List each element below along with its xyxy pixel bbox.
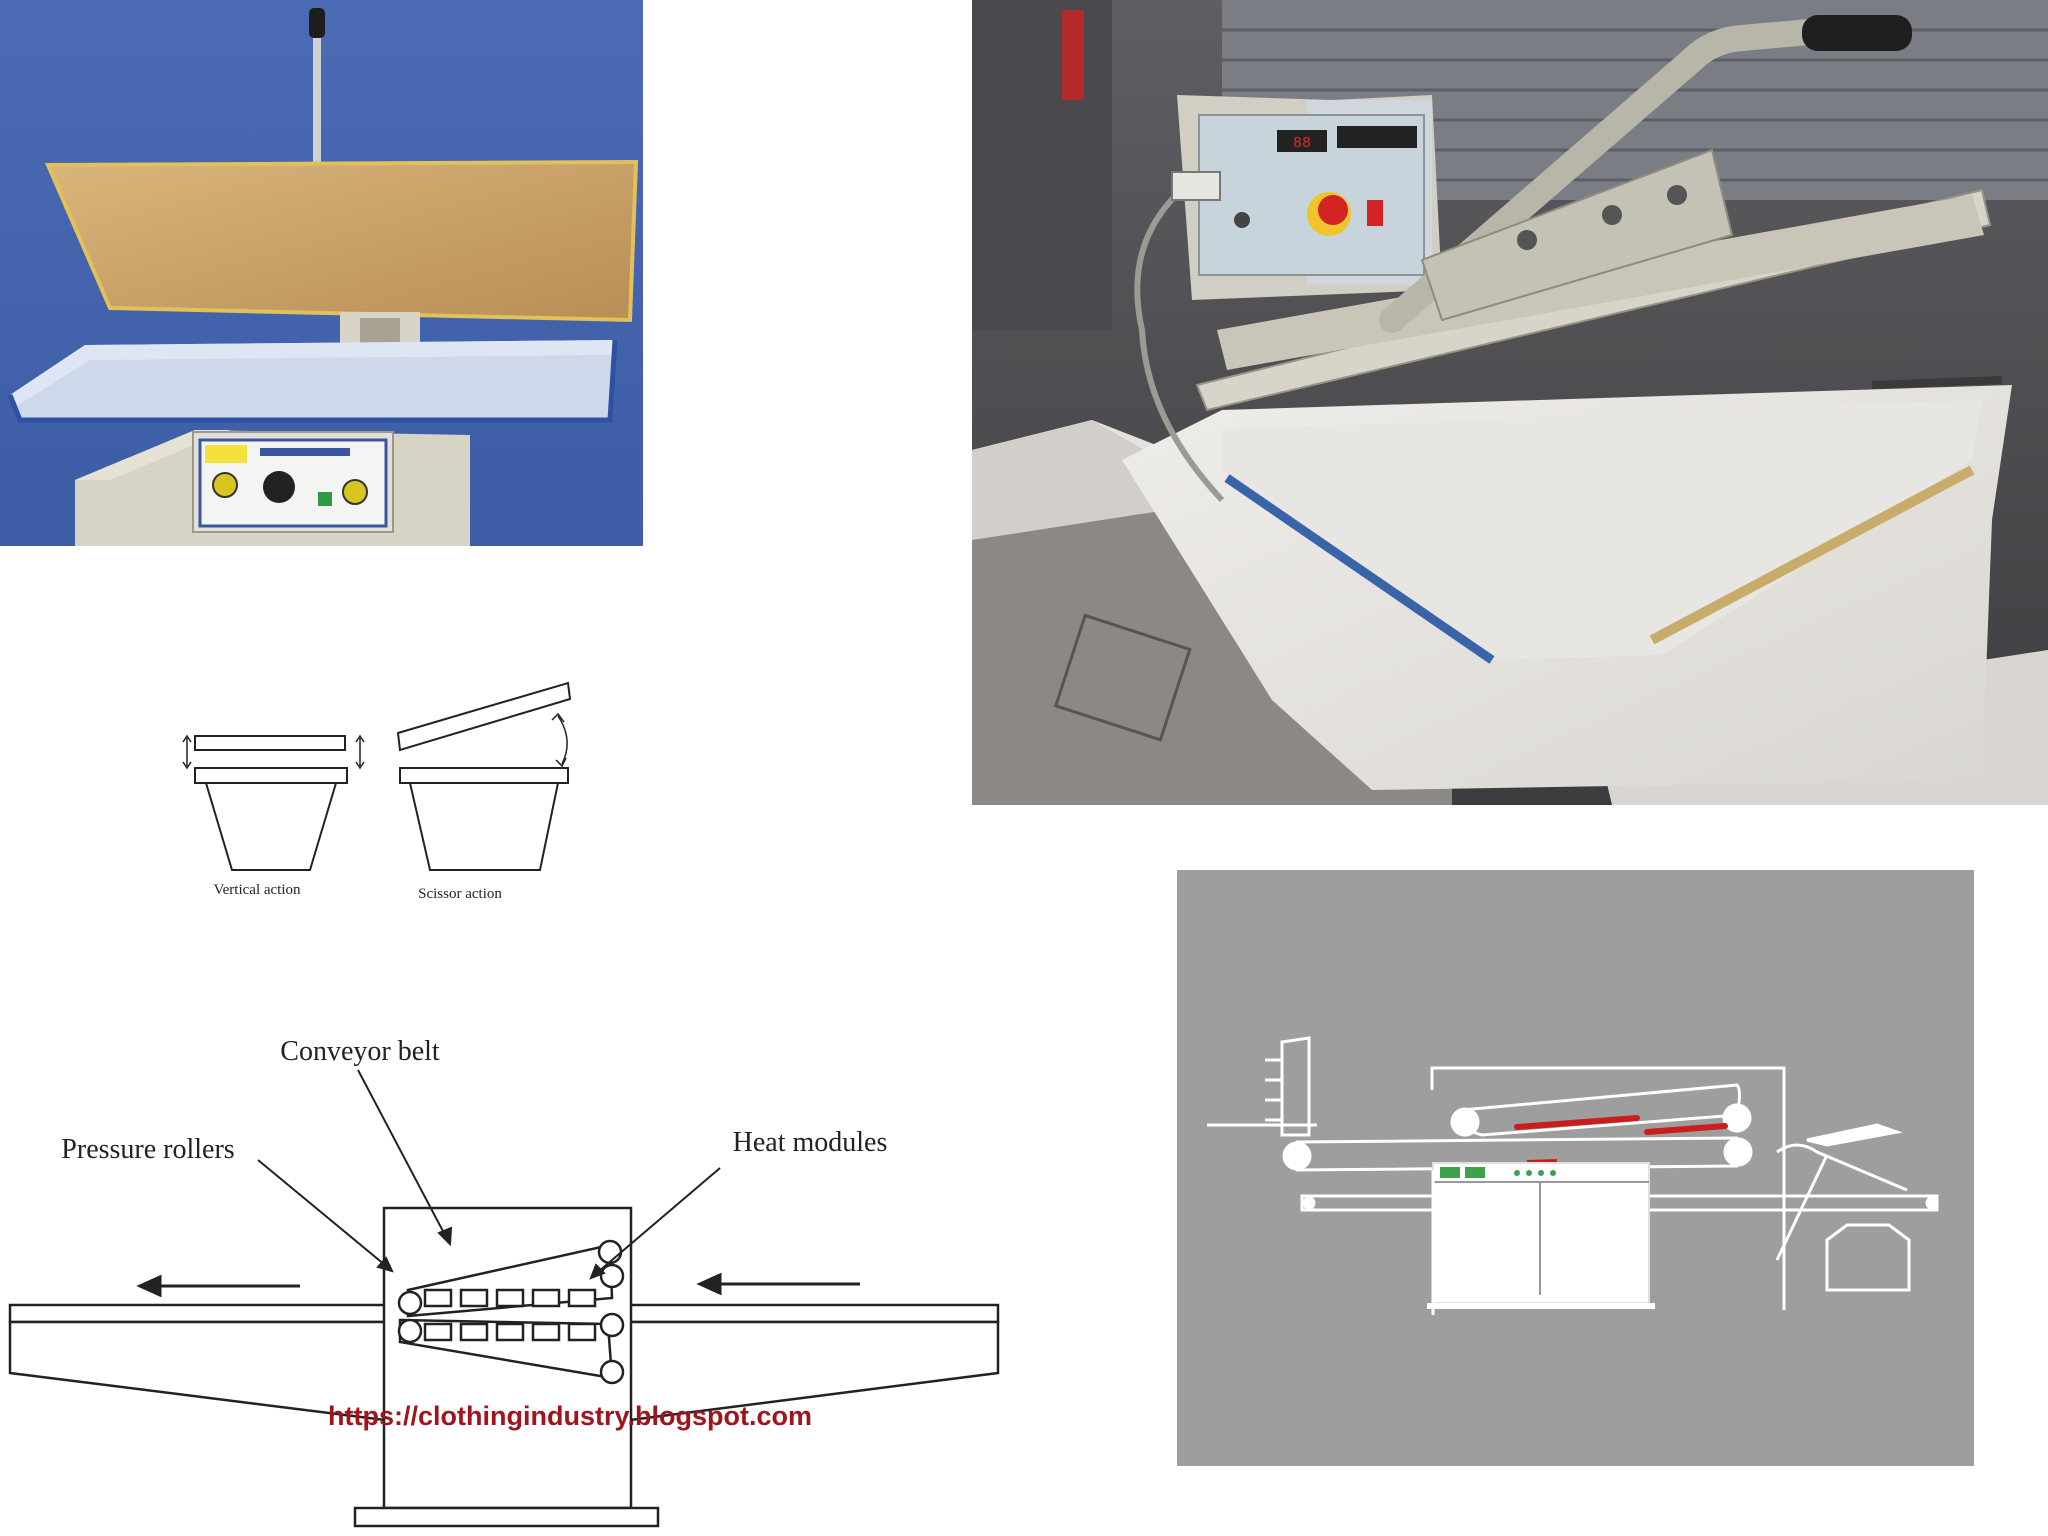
svg-text:88: 88	[1293, 135, 1311, 152]
left-table-top	[8, 1303, 387, 1324]
roller	[597, 1239, 623, 1265]
vertical-action-label: Vertical action	[213, 882, 301, 898]
conveyor-belt-label: Conveyor belt	[280, 1036, 440, 1067]
scissor-base	[408, 782, 560, 871]
pressure-rollers-label: Pressure rollers	[61, 1134, 234, 1165]
roller	[397, 1318, 423, 1344]
roller	[599, 1359, 625, 1385]
heat-modules-label: Heat modules	[733, 1127, 888, 1158]
scissor-bottom-platen	[399, 767, 569, 784]
schematic-continuous-press	[1177, 870, 1974, 1466]
scissor-action-label: Scissor action	[418, 886, 502, 902]
scissor-motion-arrow	[551, 712, 568, 768]
machine-foot	[353, 1506, 660, 1528]
diagram-press-actions: Vertical action Scissor action	[170, 670, 590, 910]
right-table-top	[628, 1303, 1000, 1324]
vertical-motion-arrows	[182, 734, 365, 770]
vertical-bottom-platen	[194, 767, 348, 784]
roller	[397, 1290, 423, 1316]
vertical-base	[204, 782, 338, 871]
roller	[599, 1312, 625, 1338]
roller	[599, 1263, 625, 1289]
photo-scissor-press: 88	[972, 0, 2048, 805]
scissor-top-platen	[396, 681, 572, 752]
diagram-continuous-fusing: Conveyor belt Pressure rollers Heat modu…	[0, 1020, 1010, 1536]
photo-flatbed-press	[0, 0, 643, 546]
vertical-top-platen	[194, 735, 346, 751]
watermark-url: https://clothingindustry.blogspot.com	[328, 1401, 812, 1431]
heat-modules	[423, 1288, 597, 1342]
